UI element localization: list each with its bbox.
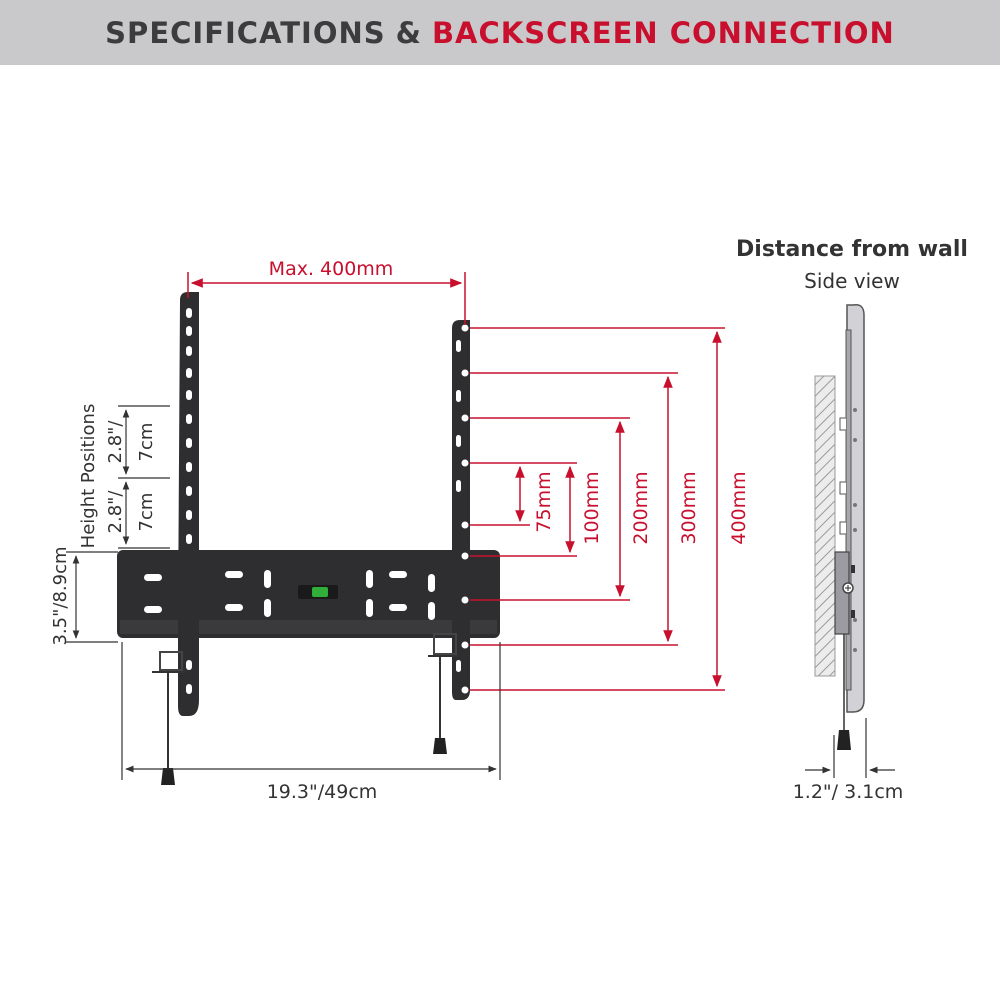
left-vertical-arm: [178, 292, 199, 716]
wall-plate-lip: [120, 620, 497, 634]
plate-width-dimension: [121, 642, 501, 780]
vesa-200-label: 200mm: [630, 471, 652, 544]
left-arm-slots: [186, 308, 192, 694]
side-pull-cord-handle: [837, 730, 851, 750]
wall-hatched: [814, 375, 836, 677]
height-step-1-inches: 2.8"/: [105, 420, 126, 464]
bracket-front-view: [117, 292, 500, 785]
vesa-300-label: 300mm: [678, 471, 700, 544]
vesa-dimensions: [470, 327, 725, 691]
side-depth-label: 1.2"/ 3.1cm: [793, 781, 904, 803]
wall-plate-slots: [144, 570, 435, 620]
height-step-2-inches: 2.8"/: [105, 490, 126, 534]
header-banner: SPECIFICATIONS & BACKSCREEN CONNECTION: [0, 0, 1000, 65]
vesa-400-label: 400mm: [728, 471, 750, 544]
vesa-75-label: 75mm: [533, 471, 555, 532]
height-step-2-cm: 7cm: [136, 493, 157, 532]
height-positions-dimension: [118, 405, 170, 549]
header-title-ampersand: &: [395, 15, 422, 50]
height-step-1-cm: 7cm: [136, 423, 157, 462]
header-title-backscreen: BACKSCREEN CONNECTION: [431, 15, 895, 50]
right-arm-slots: [456, 324, 469, 694]
plate-width-label: 19.3"/49cm: [267, 781, 378, 803]
right-pull-cord: [428, 633, 458, 754]
vesa-100-label: 100mm: [581, 471, 603, 544]
arm-side-profile: [845, 329, 852, 691]
side-depth-dimension: [805, 718, 895, 778]
side-view-title: Distance from wall: [736, 237, 968, 262]
max-width-label: Max. 400mm: [269, 258, 394, 280]
plate-height-label: 3.5"/8.9cm: [50, 546, 71, 645]
bubble-level-icon: [298, 585, 338, 599]
side-view-subtitle: Side view: [804, 269, 900, 293]
plate-height-dimension: [66, 551, 118, 643]
left-pull-cord: [152, 651, 186, 785]
height-positions-label: Height Positions: [78, 404, 99, 549]
header-title-specifications: SPECIFICATIONS: [105, 15, 386, 50]
side-view-drawing: [814, 303, 865, 750]
max-width-dimension: Max. 400mm: [187, 258, 466, 325]
